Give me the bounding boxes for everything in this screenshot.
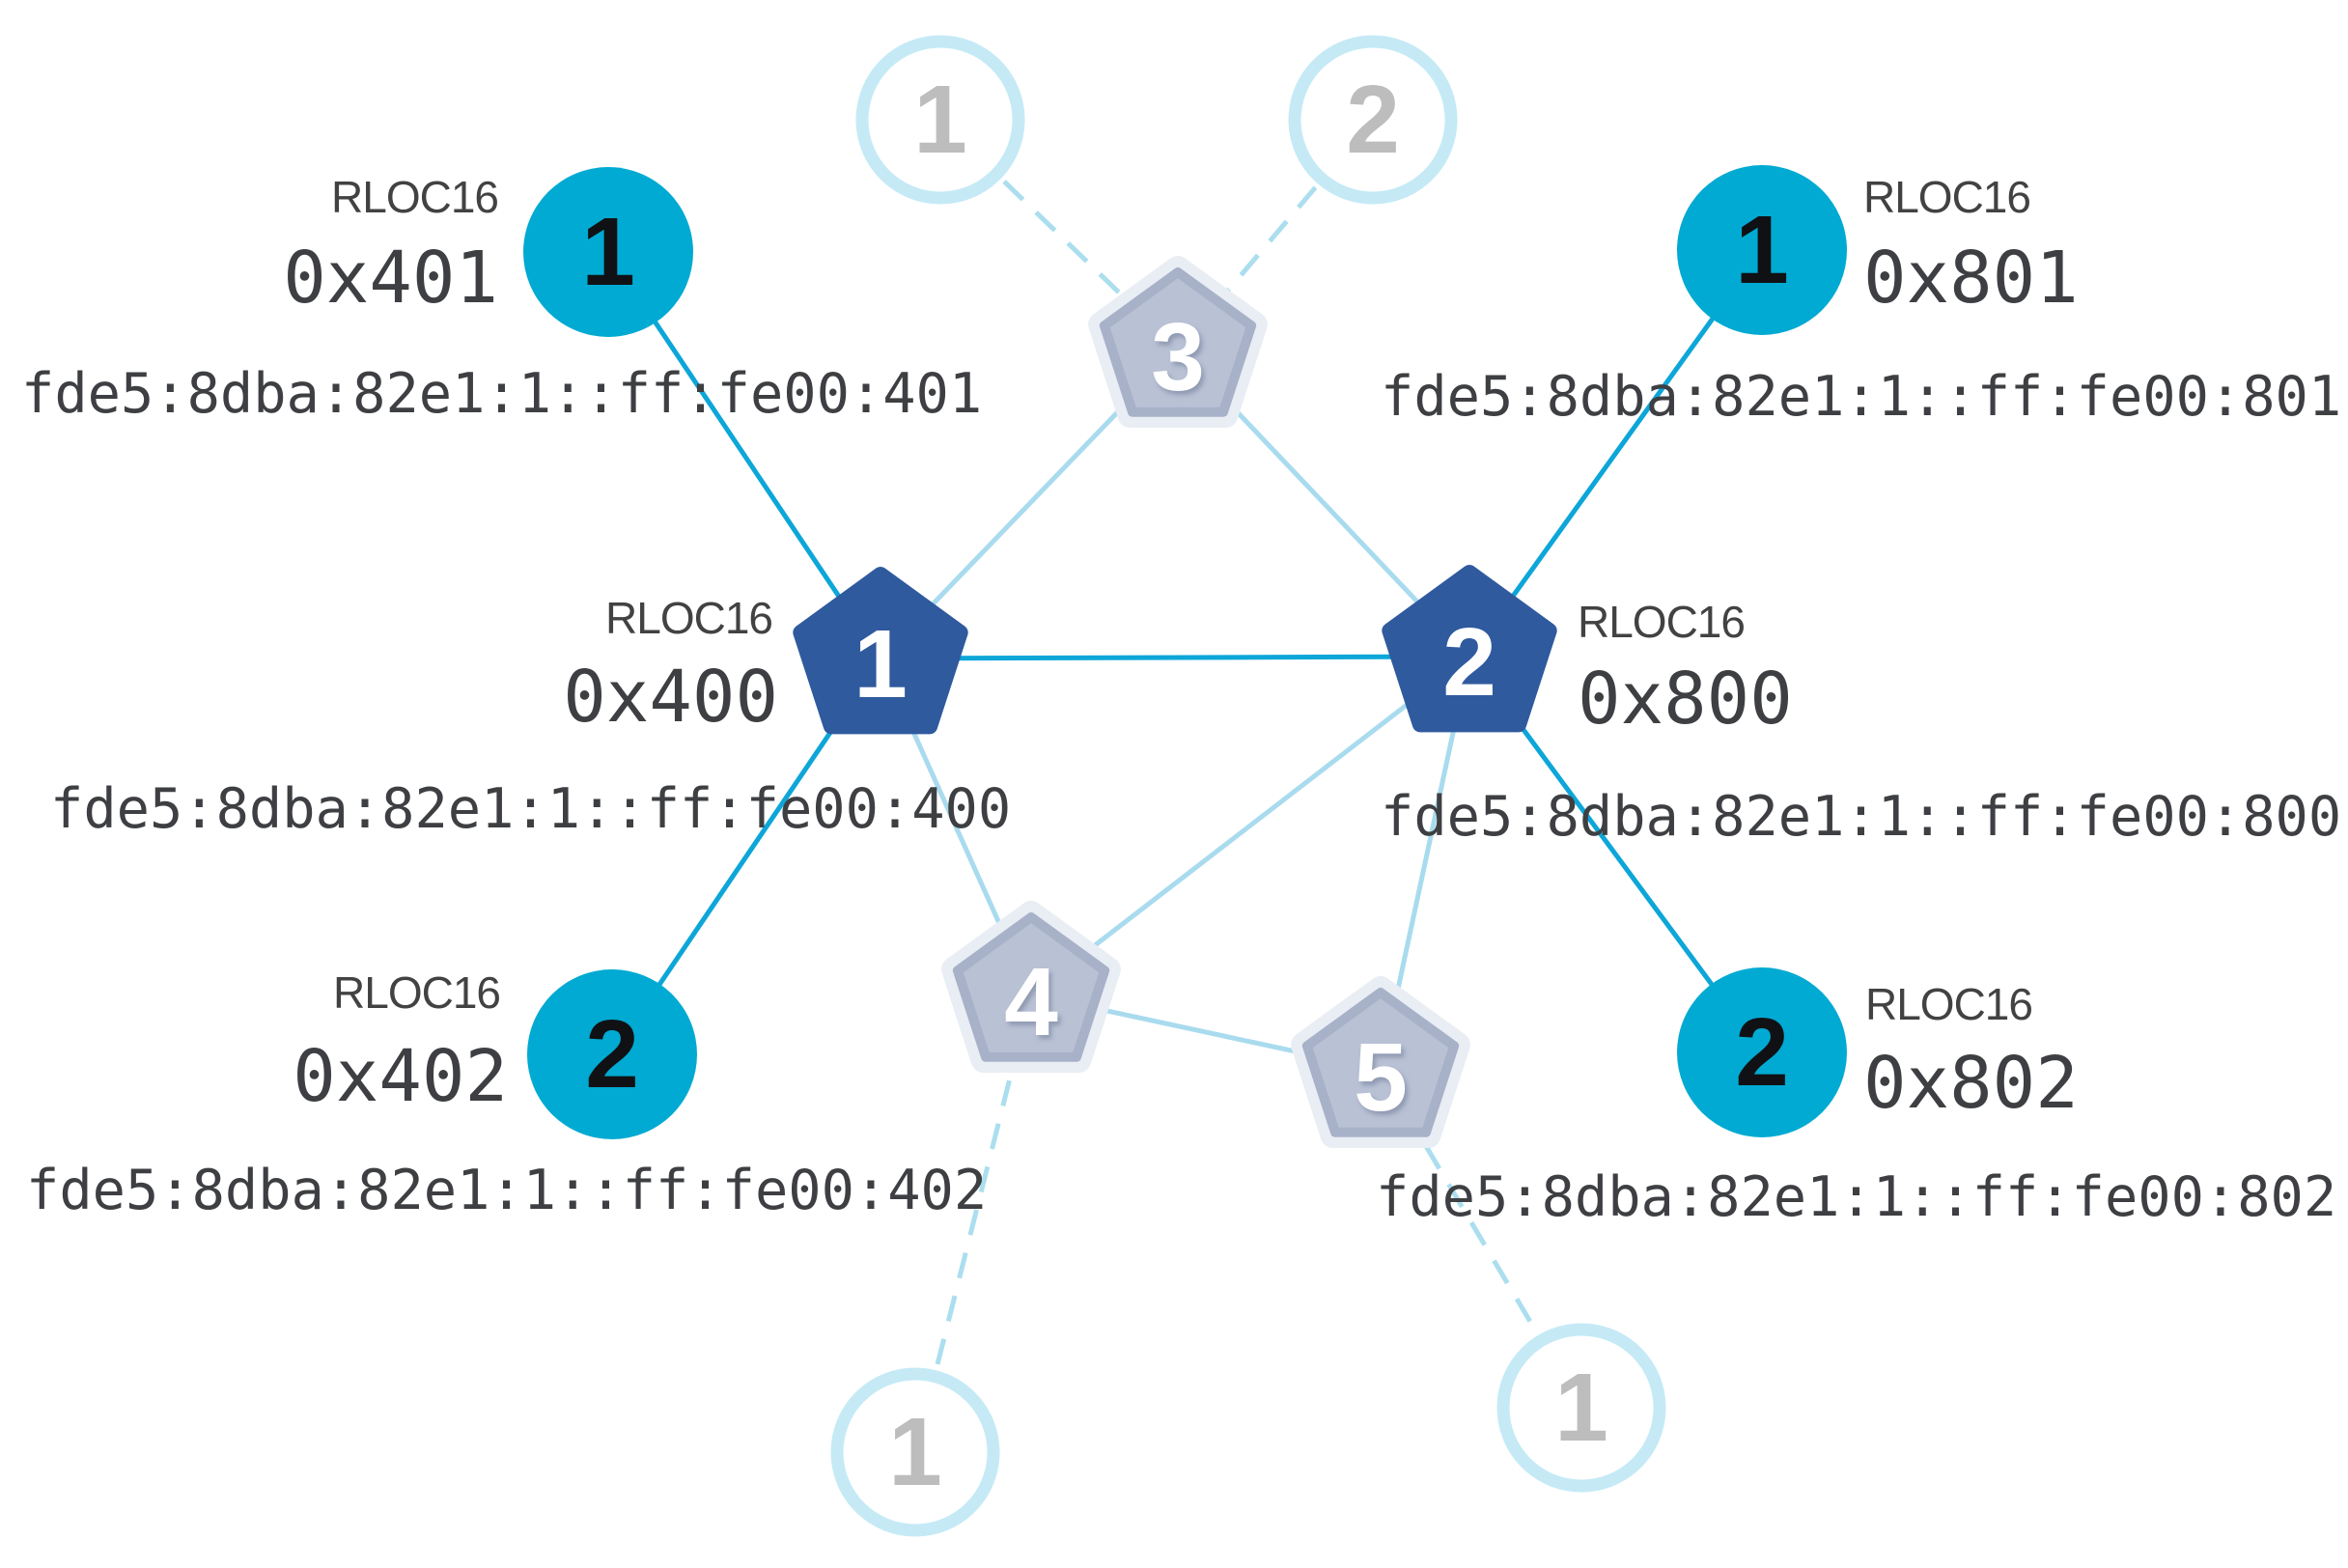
child-401-number: 1 (581, 198, 635, 306)
node-child-401[interactable] (523, 167, 693, 337)
router-4-body (952, 912, 1110, 1062)
router-1-rloc16-value: 0x400 (563, 656, 778, 739)
link-router1-router2 (880, 654, 1470, 661)
router-2-ipv6-address: fde5:8dba:82e1:1::ff:fe00:800 (1381, 785, 2342, 849)
end-devices-layer (523, 165, 1847, 1139)
child-401-rloc16-caption: RLOC16 (331, 172, 499, 222)
node-faded-child-top-1[interactable] (855, 35, 1025, 205)
child-402-rloc16-caption: RLOC16 (333, 967, 501, 1018)
faded-top-2-number: 2 (1346, 66, 1400, 174)
node-child-802[interactable] (1677, 967, 1847, 1137)
child-801-number: 1 (1735, 196, 1789, 304)
child-402-ipv6-address: fde5:8dba:82e1:1::ff:fe00:402 (26, 1159, 988, 1222)
router-1-rloc16-caption: RLOC16 (605, 593, 773, 643)
router-2-body (1382, 565, 1557, 733)
link-router4-fadedbottom1 (912, 994, 1034, 1453)
router-5-body (1301, 988, 1460, 1137)
router-1-ipv6-address: fde5:8dba:82e1:1::ff:fe00:400 (50, 777, 1012, 841)
child-802-rloc16-caption: RLOC16 (1865, 979, 2033, 1029)
router-5-number: 5 (1354, 1023, 1408, 1132)
router-2-rloc16-value: 0x800 (1578, 658, 1793, 741)
child-402-rloc16-value: 0x402 (293, 1035, 508, 1118)
child-801-rloc16-value: 0x801 (1863, 237, 2079, 320)
child-401-rloc16-value: 0x401 (283, 237, 498, 320)
router-1-body (793, 567, 968, 735)
link-router2-router4 (1029, 655, 1471, 996)
node-router-1[interactable] (793, 567, 968, 735)
child-802-number: 2 (1735, 998, 1789, 1106)
router-3-number: 3 (1151, 303, 1205, 411)
node-router-5[interactable] (1291, 976, 1470, 1148)
node-child-801[interactable] (1677, 165, 1847, 335)
faded-top-1-number: 1 (913, 66, 967, 174)
routers-layer (793, 565, 1557, 735)
child-801-rloc16-caption: RLOC16 (1863, 172, 2031, 222)
child-802-ipv6-address: fde5:8dba:82e1:1::ff:fe00:802 (1376, 1165, 2337, 1229)
child-402-number: 2 (585, 1000, 639, 1108)
node-router-4[interactable] (941, 901, 1121, 1073)
faded-bottom-2-number: 1 (1554, 1354, 1608, 1462)
router-2-number: 2 (1442, 608, 1496, 716)
node-faded-child-bottom-1[interactable] (830, 1367, 1000, 1537)
router-4-number: 4 (1004, 948, 1058, 1056)
node-child-402[interactable] (527, 969, 697, 1139)
faded-nodes-layer (830, 35, 1666, 1537)
router-2-rloc16-caption: RLOC16 (1578, 597, 1746, 647)
node-faded-child-bottom-2[interactable] (1496, 1323, 1666, 1493)
node-faded-child-top-2[interactable] (1288, 35, 1458, 205)
child-802-rloc16-value: 0x802 (1863, 1042, 2079, 1125)
node-router-2[interactable] (1382, 565, 1557, 733)
faded-bottom-1-number: 1 (888, 1398, 942, 1506)
router-1-number: 1 (853, 610, 908, 718)
child-401-ipv6-address: fde5:8dba:82e1:1::ff:fe00:401 (21, 362, 983, 426)
router-3-body (1099, 267, 1257, 417)
child-801-ipv6-address: fde5:8dba:82e1:1::ff:fe00:801 (1381, 365, 2342, 429)
faded-routers-layer (941, 256, 1470, 1148)
node-router-3[interactable] (1088, 256, 1268, 428)
